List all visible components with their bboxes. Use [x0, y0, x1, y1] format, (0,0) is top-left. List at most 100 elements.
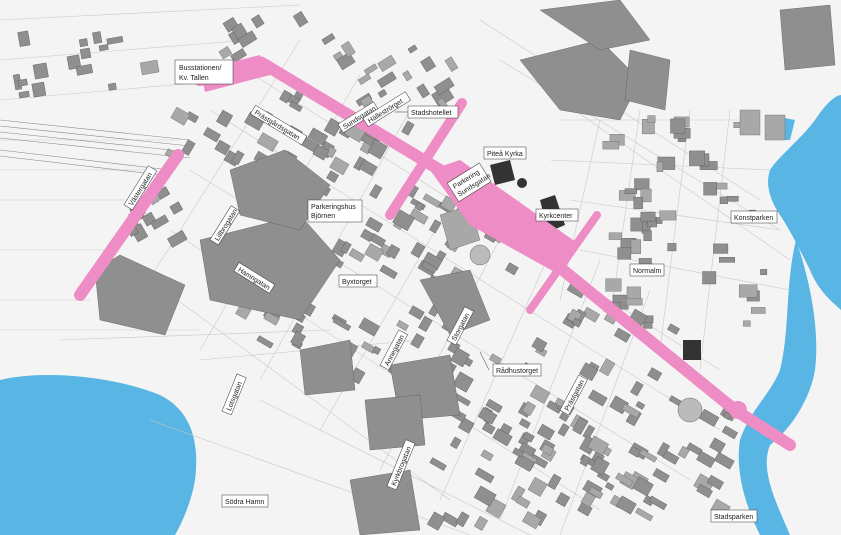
building — [79, 47, 92, 60]
building — [713, 243, 729, 254]
building-block — [539, 0, 651, 51]
building — [696, 483, 713, 499]
svg-text:Normalm: Normalm — [633, 268, 662, 275]
building — [106, 36, 124, 45]
building — [290, 330, 306, 348]
building — [743, 320, 751, 327]
building — [326, 170, 340, 183]
building — [643, 230, 652, 241]
svg-text:Byxtorget: Byxtorget — [342, 279, 372, 286]
building-block — [683, 340, 701, 360]
building — [587, 435, 610, 456]
label-kyrkcenter: Kyrkcenter — [535, 208, 579, 222]
svg-text:Konstparken: Konstparken — [734, 215, 773, 222]
building — [17, 30, 31, 47]
building-block — [764, 114, 786, 141]
label-radhustorget: Rådhustorget — [492, 363, 542, 377]
building — [659, 210, 677, 221]
building — [481, 422, 496, 435]
building — [719, 257, 735, 263]
building — [617, 247, 632, 260]
building — [416, 83, 431, 99]
building — [402, 70, 413, 82]
building — [477, 407, 498, 425]
building — [696, 450, 716, 469]
building — [667, 243, 677, 252]
building — [32, 62, 49, 80]
building — [385, 244, 401, 260]
building — [401, 120, 415, 136]
building — [522, 431, 535, 443]
building — [358, 317, 380, 337]
label-sodra-hamn: Södra Hamn — [221, 494, 269, 508]
svg-text:Björnen: Björnen — [311, 213, 335, 220]
building — [615, 472, 634, 488]
label-leaders — [395, 111, 490, 371]
building — [340, 241, 352, 254]
building — [429, 457, 447, 471]
building — [647, 115, 656, 123]
building — [721, 425, 739, 440]
building — [632, 476, 654, 497]
svg-text:Parkeringshus: Parkeringshus — [311, 204, 356, 211]
building — [639, 448, 658, 463]
building-block — [469, 244, 491, 266]
building — [292, 11, 309, 28]
building — [635, 507, 654, 522]
building — [521, 401, 536, 416]
building — [702, 271, 717, 285]
building — [263, 311, 280, 326]
building — [279, 89, 293, 104]
building — [336, 51, 356, 71]
building — [527, 476, 548, 497]
building — [452, 371, 474, 393]
building — [455, 511, 470, 528]
building — [515, 495, 531, 509]
building — [492, 428, 513, 447]
building — [312, 144, 330, 161]
building — [512, 447, 525, 458]
label-stadsparken: Stadsparken — [710, 509, 758, 523]
building — [17, 78, 28, 87]
building — [485, 398, 503, 414]
building — [75, 63, 93, 76]
building — [473, 485, 497, 507]
building — [598, 358, 616, 377]
building — [167, 230, 188, 248]
building — [648, 495, 668, 511]
building — [250, 14, 265, 29]
building — [621, 403, 641, 419]
building — [408, 305, 425, 320]
svg-text:Piteå Kyrka: Piteå Kyrka — [487, 150, 523, 158]
building — [256, 132, 279, 152]
building — [231, 150, 245, 166]
building — [608, 232, 623, 240]
building — [422, 193, 442, 208]
railway-tracks — [0, 119, 191, 177]
building — [531, 337, 548, 353]
building — [670, 118, 686, 134]
building — [555, 492, 571, 508]
building — [31, 81, 47, 98]
building — [139, 59, 160, 76]
building — [719, 196, 728, 204]
building — [357, 73, 372, 85]
building — [307, 127, 329, 146]
building — [329, 156, 350, 176]
label-busstationen: Busstationen/ Kv. Tallen — [174, 59, 234, 85]
building — [473, 515, 488, 531]
building-block — [490, 160, 515, 185]
building — [449, 436, 462, 450]
building — [510, 485, 526, 503]
building — [722, 411, 732, 421]
label-parkeringshus: Parkeringshus Björnen — [307, 199, 363, 223]
building — [588, 389, 608, 407]
building — [474, 467, 495, 484]
building — [256, 335, 274, 349]
building — [677, 445, 690, 459]
building — [372, 345, 382, 356]
building — [557, 423, 570, 437]
building — [760, 269, 768, 275]
building — [582, 306, 600, 323]
building — [410, 333, 425, 349]
